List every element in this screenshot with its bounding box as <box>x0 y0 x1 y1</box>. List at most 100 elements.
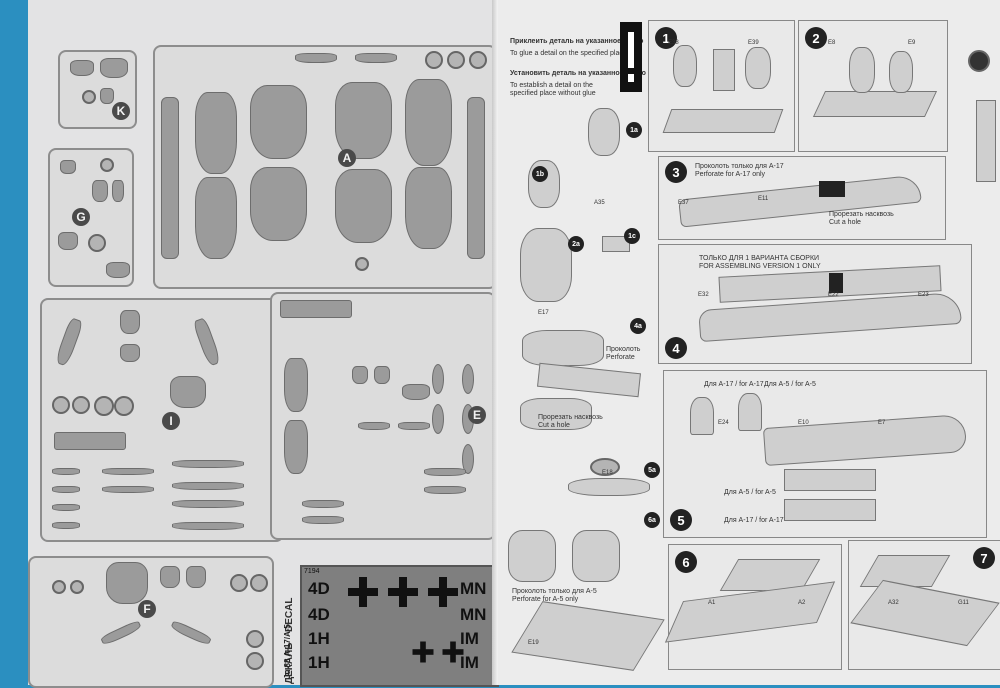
part <box>432 364 444 394</box>
part <box>52 486 80 493</box>
part <box>186 566 206 588</box>
sprue-f: F <box>28 556 274 688</box>
wing-sketch <box>859 555 951 587</box>
step-number: 3 <box>665 161 687 183</box>
wheel-sketch <box>968 50 990 72</box>
part-sketch <box>976 100 996 182</box>
seat-sketch <box>713 49 735 91</box>
pilot-figure-sketch <box>889 51 913 93</box>
sprue-letter: I <box>162 412 180 430</box>
tail-part <box>284 358 308 412</box>
part-reference-label: E19 <box>528 640 539 646</box>
note-cut-hole-ru: Прорезать насквозь <box>829 211 894 218</box>
wing-part <box>405 79 452 166</box>
part <box>402 384 430 400</box>
wing-part <box>250 85 307 159</box>
sprue-page: K A <box>28 0 499 688</box>
step-7-panel: 7 <box>848 540 1000 670</box>
tail-part <box>284 420 308 474</box>
legend-noglue-ru: Установить деталь на указанное место без… <box>510 70 678 77</box>
wing-part <box>335 169 392 243</box>
step-3-panel: 3 Проколоть только для A-17 Perforate fo… <box>658 156 946 240</box>
fuselage-part <box>161 97 179 259</box>
part <box>424 468 466 476</box>
part-reference-label: E11 <box>758 196 769 202</box>
note-a17-only-ru: Проколоть только для A-17 <box>695 163 784 170</box>
part-reference-label: A35 <box>594 200 605 206</box>
propeller-part <box>54 317 84 367</box>
figure-sketch <box>588 108 620 156</box>
note-cut-hole-en: Cut a hole <box>538 422 570 429</box>
decal-code-right: IM <box>460 653 479 672</box>
note-for-a5: Для A-5 / for A-5 <box>724 489 776 496</box>
step-6-panel: 6 <box>664 544 842 670</box>
part <box>100 158 114 172</box>
step-5-panel: 5 Для A-17 / for A-17 Для A-5 / for A-5 … <box>663 370 987 538</box>
part <box>120 344 140 362</box>
step-number: 2 <box>805 27 827 49</box>
part-reference-label: E22 <box>828 292 839 298</box>
sprue-a: A <box>153 45 497 289</box>
decal-code-left: 4D <box>308 605 330 624</box>
note-a5-only-ru: Проколоть только для A-5 <box>512 588 597 595</box>
pilot-figure-sketch <box>520 228 572 302</box>
wheel-part <box>52 396 70 414</box>
part <box>70 580 84 594</box>
wheel-part <box>72 396 90 414</box>
wing-sketch <box>850 579 1000 647</box>
part-reference-label: A32 <box>888 600 899 606</box>
legend-noglue-en: To establish a detail on the specified p… <box>510 82 596 97</box>
part <box>160 566 180 588</box>
decal-code-left: 1H <box>308 653 330 672</box>
cockpit-sketch <box>812 91 938 117</box>
substep-number: 1a <box>626 122 642 138</box>
cockpit-floor-sketch <box>662 109 784 133</box>
part-reference-label: E37 <box>678 200 689 206</box>
assembly-page: Приклеить деталь на указанное место To g… <box>498 0 1000 685</box>
sprue-g: G <box>48 148 134 287</box>
pilot-figure-sketch <box>849 47 875 93</box>
part <box>398 422 430 430</box>
decal-code: 7194 <box>304 568 320 575</box>
part <box>424 486 466 494</box>
wheel-part <box>94 396 114 416</box>
legend-glue-en: To glue a detail on the specified place <box>510 50 627 57</box>
part <box>352 366 368 384</box>
part-sketch <box>590 458 620 476</box>
sprue-letter: F <box>138 600 156 618</box>
propeller-part <box>192 317 222 367</box>
part <box>112 180 124 202</box>
wing-sketch <box>511 601 665 671</box>
decal-sheet: 7194 4D 4D 1H 1H MN MN IM IM Ju 88 A-17/… <box>283 565 499 687</box>
bomb-part <box>172 500 244 508</box>
balkenkreuz-decal <box>442 641 464 663</box>
part <box>82 90 96 104</box>
wing-part <box>195 177 237 259</box>
part-reference-label: E10 <box>798 420 809 426</box>
part-reference-label: E9 <box>908 40 916 46</box>
part <box>52 580 66 594</box>
part <box>358 422 390 430</box>
step-1-panel: 1 <box>648 20 795 152</box>
balkenkreuz-decal <box>348 577 378 607</box>
bomb-part <box>172 460 244 468</box>
part <box>246 652 264 670</box>
wheel-part <box>425 51 443 69</box>
step-number: 6 <box>675 551 697 573</box>
part <box>246 630 264 648</box>
gondola-sketch <box>784 469 876 491</box>
part-reference-label: E23 <box>918 292 929 298</box>
part <box>302 500 344 508</box>
balkenkreuz-decal <box>428 577 458 607</box>
decal-code-left: 1H <box>308 629 330 648</box>
part <box>58 232 78 250</box>
warning-exclamation-icon <box>620 22 642 92</box>
fuselage-sketch <box>537 362 641 398</box>
wing-part <box>250 167 307 241</box>
bomb-part <box>172 482 244 490</box>
note-perforate-en: Perforate <box>606 354 635 361</box>
part <box>432 404 444 434</box>
substep-number: 2a <box>568 236 584 252</box>
wing-part <box>405 167 452 249</box>
note-perforate-ru: Проколоть <box>606 346 641 353</box>
